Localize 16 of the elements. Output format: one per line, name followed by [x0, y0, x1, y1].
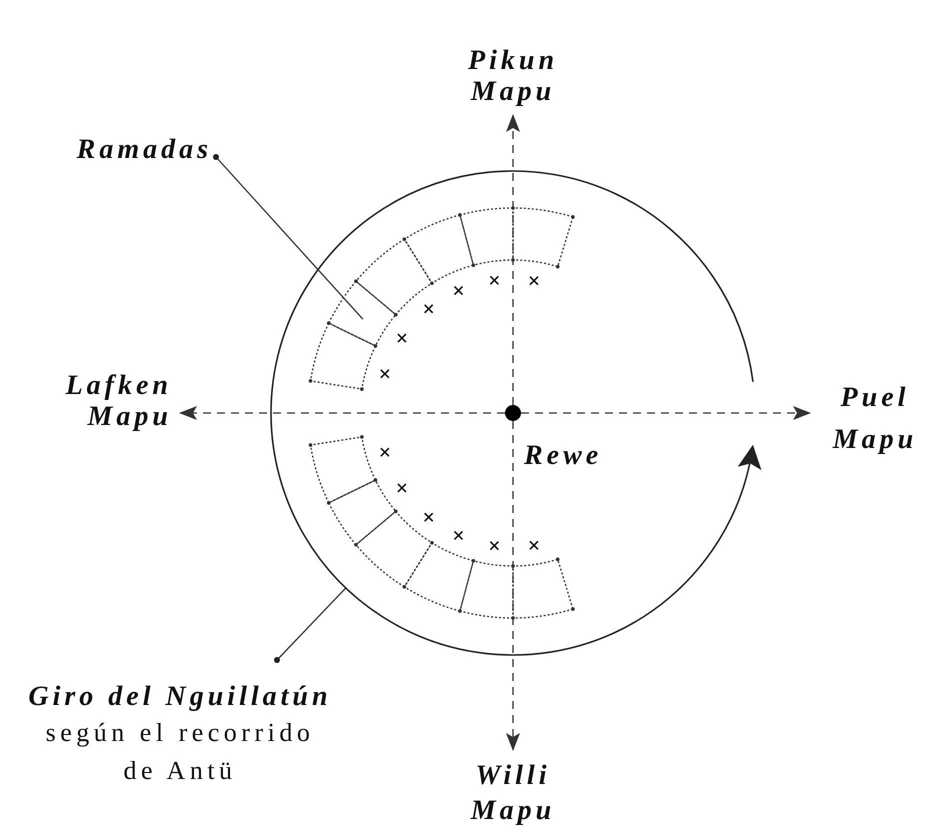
- arrow: [179, 406, 505, 420]
- leader-line: [213, 154, 364, 320]
- direction-label: Lafken Mapu: [40, 370, 172, 432]
- caption-text: según el recorrido de Antü: [44, 717, 316, 787]
- leader-line: [274, 588, 346, 663]
- ramadas-label: Ramadas: [26, 133, 212, 167]
- direction-label: Puel Mapu: [818, 377, 932, 461]
- direction-label: Pikun Mapu: [458, 45, 568, 107]
- arrow: [506, 114, 520, 405]
- ramada-cell: [328, 280, 396, 347]
- arrow: [521, 406, 811, 420]
- center-label: Rewe: [524, 440, 602, 472]
- caption-title: Giro del Nguillatún: [27, 680, 333, 714]
- arrow: [506, 421, 520, 751]
- direction-label: Willi Mapu: [458, 758, 568, 828]
- center-dot: [505, 405, 521, 421]
